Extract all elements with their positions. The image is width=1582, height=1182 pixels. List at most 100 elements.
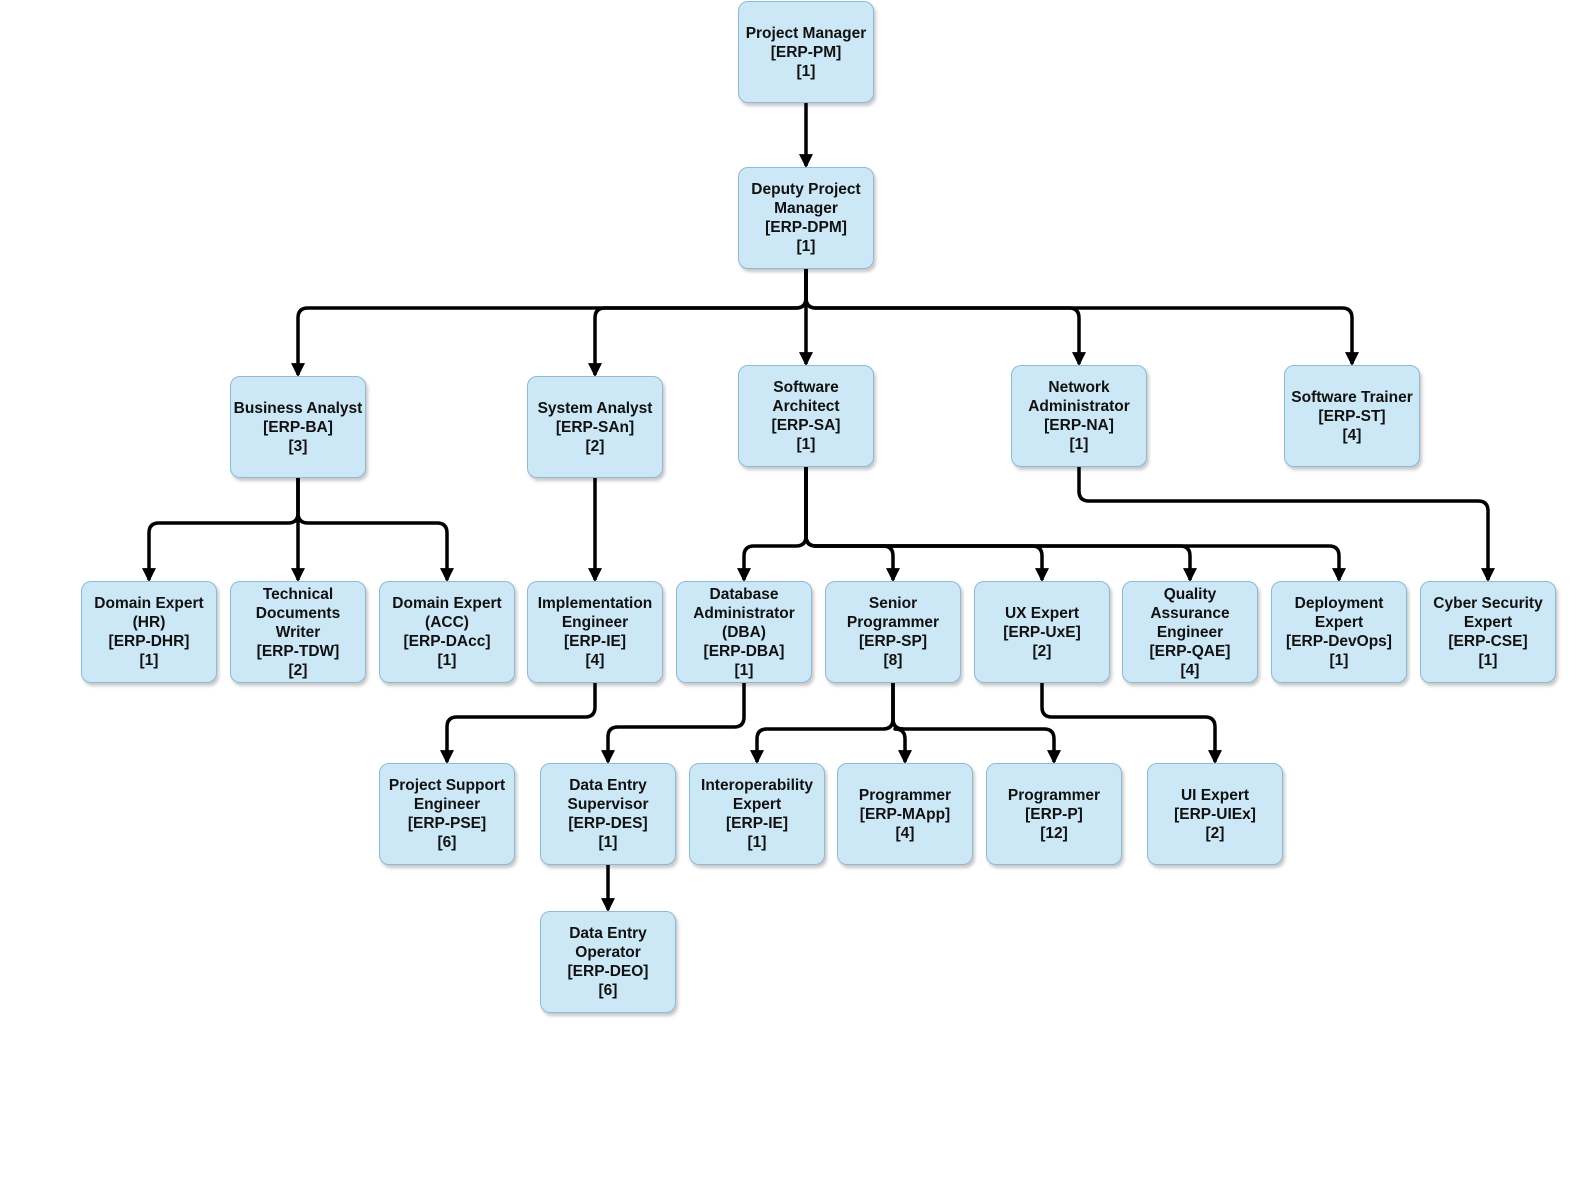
node-label-line: [1] [796, 238, 816, 255]
connector-sp-to-p [891, 683, 1061, 765]
node-label-line: Programmer [846, 614, 940, 631]
node-label-line: [ERP-SAn] [555, 418, 635, 436]
node-label-line: [ERP-P] [1025, 805, 1083, 823]
domain-expert-acc-box[interactable]: Domain Expert (ACC) [ERP-DAcc] [1] [379, 581, 515, 683]
project-manager-box[interactable]: Project Manager[ERP-PM][1] [738, 1, 874, 103]
node-label-line: (ACC) [425, 614, 469, 631]
node-label-line: Supervisor [567, 796, 649, 813]
node-label-line: [ERP-NA] [1044, 417, 1114, 434]
node-label-line: [ERP-IE] [726, 815, 788, 832]
node-label-line: Writer [275, 623, 321, 641]
connector-dba-to-des [601, 683, 746, 765]
node-label-line: Cyber Security [1433, 595, 1543, 612]
node-label-line: [ERP-MApp] [859, 805, 951, 823]
node-label-line: Architect [772, 398, 840, 415]
node-label-line: Database [709, 585, 779, 603]
node-label-line: [1] [796, 62, 816, 80]
node-label-line: [1] [796, 436, 816, 453]
node-label-line: Engineer [1156, 623, 1224, 641]
node-label-line: Assurance [1150, 604, 1230, 622]
connector-ba-to-dacc [296, 478, 454, 583]
connector-ba-to-dhr [142, 478, 300, 583]
node-label-line: [2] [585, 437, 605, 455]
node-label-line: [ERP-DEO] [567, 963, 649, 980]
node-label-line: [4] [1180, 661, 1200, 679]
node-label-line: Deputy Project [751, 181, 861, 198]
node-label-line: Deployment [1294, 595, 1384, 612]
node-label-line: [ERP-DBA] [703, 642, 785, 660]
connector-dpm-to-san [588, 269, 808, 378]
node-label-line: Domain Expert [94, 595, 204, 612]
node-label-line: Domain Expert [392, 595, 502, 612]
business-analyst-box[interactable]: Business Analyst[ERP-BA][3] [230, 376, 366, 478]
node-label-line: [3] [288, 437, 308, 455]
node-label-line: Programmer [1007, 786, 1101, 804]
connector-uxe-to-uiex [1040, 683, 1222, 765]
node-label-line: Software Trainer [1291, 388, 1413, 406]
node-label-line: UX Expert [1004, 604, 1080, 622]
node-label-line: UI Expert [1180, 786, 1250, 804]
node-label-line: (HR) [132, 614, 166, 631]
node-label-line: [ERP-DES] [568, 815, 648, 832]
node-label-line: [ERP-PSE] [407, 815, 487, 832]
node-label-line: [ERP-BA] [263, 418, 333, 436]
node-label-line: [1] [598, 834, 618, 851]
node-label-line: [4] [1342, 426, 1362, 444]
node-label-line: [12] [1040, 824, 1068, 842]
node-label-line: [ERP-QAE] [1149, 642, 1231, 660]
node-label-line: [1] [1069, 436, 1089, 453]
node-label-line: Documents [255, 604, 341, 622]
node-label-line: Engineer [413, 796, 481, 813]
node-label-line: [6] [598, 982, 618, 999]
node-label-line: Quality [1163, 585, 1217, 603]
node-label-line: (DBA) [722, 623, 766, 641]
programmer-p-box[interactable]: Programmer[ERP-P][12] [986, 763, 1122, 865]
node-label-line: Data Entry [569, 925, 647, 942]
node-label-line: Network [1048, 379, 1110, 396]
node-label-line: Technical [262, 585, 334, 603]
node-label-line: [ERP-DPM] [765, 219, 847, 236]
node-label-line: Project Manager [745, 24, 867, 42]
node-label-line: [4] [585, 652, 605, 669]
software-trainer-box[interactable]: Software Trainer[ERP-ST][4] [1284, 365, 1420, 467]
node-label-line: [ERP-DevOps] [1286, 633, 1392, 650]
node-label-line: [1] [1478, 652, 1498, 669]
node-label-line: [ERP-DAcc] [403, 633, 491, 650]
node-label-line: [ERP-ST] [1318, 407, 1386, 425]
connector-dpm-to-na [804, 269, 1086, 367]
node-label-line: [ERP-TDW] [256, 642, 340, 660]
node-label-line: Manager [774, 200, 838, 217]
ui-expert-box[interactable]: UI Expert[ERP-UIEx][2] [1147, 763, 1283, 865]
system-analyst-box[interactable]: System Analyst[ERP-SAn][2] [527, 376, 663, 478]
connector-na-to-cse [1077, 467, 1495, 583]
connector-dpm-to-st [804, 269, 1359, 367]
node-label-line: [1] [437, 652, 457, 669]
ux-expert-box[interactable]: UX Expert[ERP-UxE][2] [974, 581, 1110, 683]
connector-sa-to-sp [804, 467, 900, 583]
node-label-line: Senior [868, 595, 918, 612]
connector-sa-to-dev [804, 467, 1346, 583]
domain-expert-hr-box[interactable]: Domain Expert(HR)[ERP-DHR][1] [81, 581, 217, 683]
node-label-line: System Analyst [537, 399, 653, 417]
node-label-line: Administrator [693, 604, 795, 622]
node-label-line: Operator [575, 944, 641, 961]
programmer-mapp-box[interactable]: Programmer[ERP-MApp][4] [837, 763, 973, 865]
node-label-line: Expert [1314, 614, 1364, 631]
node-label-line: [ERP-SA] [771, 417, 841, 434]
connector-ie-to-pse [440, 683, 597, 765]
